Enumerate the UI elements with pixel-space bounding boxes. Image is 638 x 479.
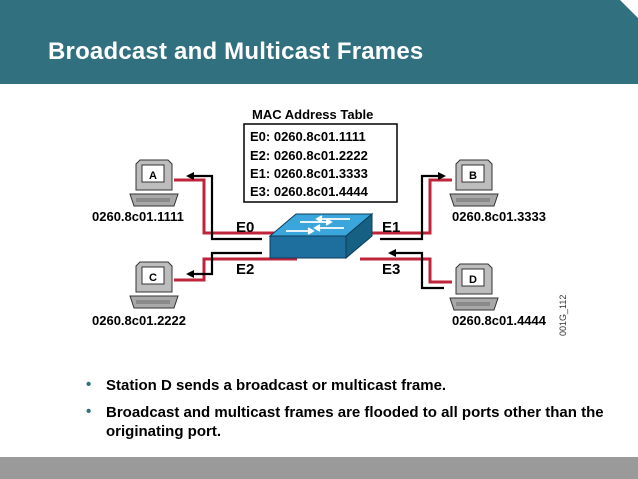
slide-title: Broadcast and Multicast Frames (48, 38, 424, 65)
slide-header: Broadcast and Multicast Frames (0, 0, 638, 84)
port-label-e2: E2 (236, 261, 254, 278)
arrow-from-d (388, 249, 444, 290)
station-d-computer-icon: D (449, 263, 499, 311)
arrow-to-b (380, 172, 446, 241)
bullet-text: Station D sends a broadcast or multicast… (106, 377, 447, 394)
flood-arrows (186, 172, 446, 290)
figure-id: 001G_112 (558, 295, 568, 336)
station-a-computer-icon: A (129, 159, 179, 207)
station-a-label: A (149, 170, 157, 182)
arrow-to-a (186, 172, 262, 241)
station-a-mac: 0260.8c01.1111 (92, 209, 184, 224)
slide-footer-bar (0, 457, 638, 479)
bullet-dot-icon: • (86, 376, 92, 393)
bullet-list: • Station D sends a broadcast or multica… (86, 376, 606, 449)
bullet-item: • Station D sends a broadcast or multica… (86, 376, 606, 395)
bullet-item: • Broadcast and multicast frames are flo… (86, 403, 606, 441)
header-corner-notch (620, 0, 638, 18)
station-d-mac: 0260.8c01.4444 (452, 313, 547, 328)
station-b-computer-icon: B (449, 159, 499, 207)
bullet-text: Broadcast and multicast frames are flood… (106, 404, 604, 440)
link-e3-d (360, 257, 452, 284)
port-label-e1: E1 (382, 219, 400, 236)
station-d-label: D (469, 274, 477, 286)
station-c-mac: 0260.8c01.2222 (92, 313, 186, 328)
mac-table-row: E2: 0260.8c01.2222 (250, 148, 368, 163)
port-label-e0: E0 (236, 219, 254, 236)
mac-table-row: E1: 0260.8c01.3333 (250, 166, 368, 181)
network-links (174, 178, 452, 284)
broadcast-diagram: MAC Address Table E0: 0260.8c01.1111 E2:… (92, 107, 568, 336)
mac-table-row: E0: 0260.8c01.1111 (250, 129, 366, 144)
station-c-computer-icon: C (129, 261, 179, 309)
switch-icon (268, 212, 374, 260)
port-label-e3: E3 (382, 261, 400, 278)
mac-address-table: MAC Address Table E0: 0260.8c01.1111 E2:… (243, 107, 398, 203)
link-a-e0 (174, 178, 297, 235)
bullet-dot-icon: • (86, 403, 92, 420)
mac-table-title: MAC Address Table (252, 107, 373, 122)
station-b-label: B (469, 170, 477, 182)
mac-table-box (243, 123, 398, 203)
arrow-to-c (186, 251, 262, 278)
station-c-label: C (149, 272, 157, 284)
station-b-mac: 0260.8c01.3333 (452, 209, 546, 224)
mac-table-row: E3: 0260.8c01.4444 (250, 184, 369, 199)
link-e1-b (360, 178, 452, 235)
link-c-e2 (174, 257, 297, 282)
